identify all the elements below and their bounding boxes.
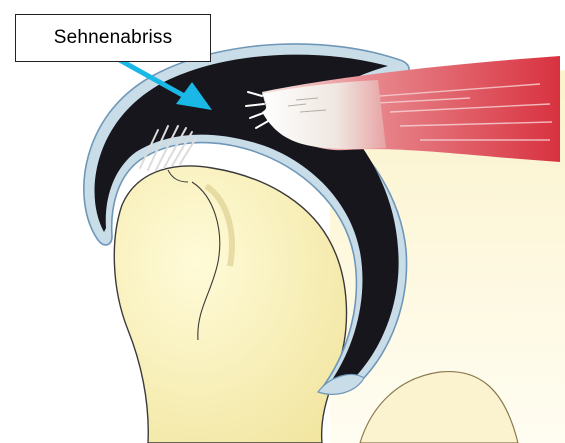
humeral-head [114, 166, 346, 443]
annotation-label-box: Sehnenabriss [15, 14, 211, 62]
annotation-label: Sehnenabriss [54, 27, 173, 49]
